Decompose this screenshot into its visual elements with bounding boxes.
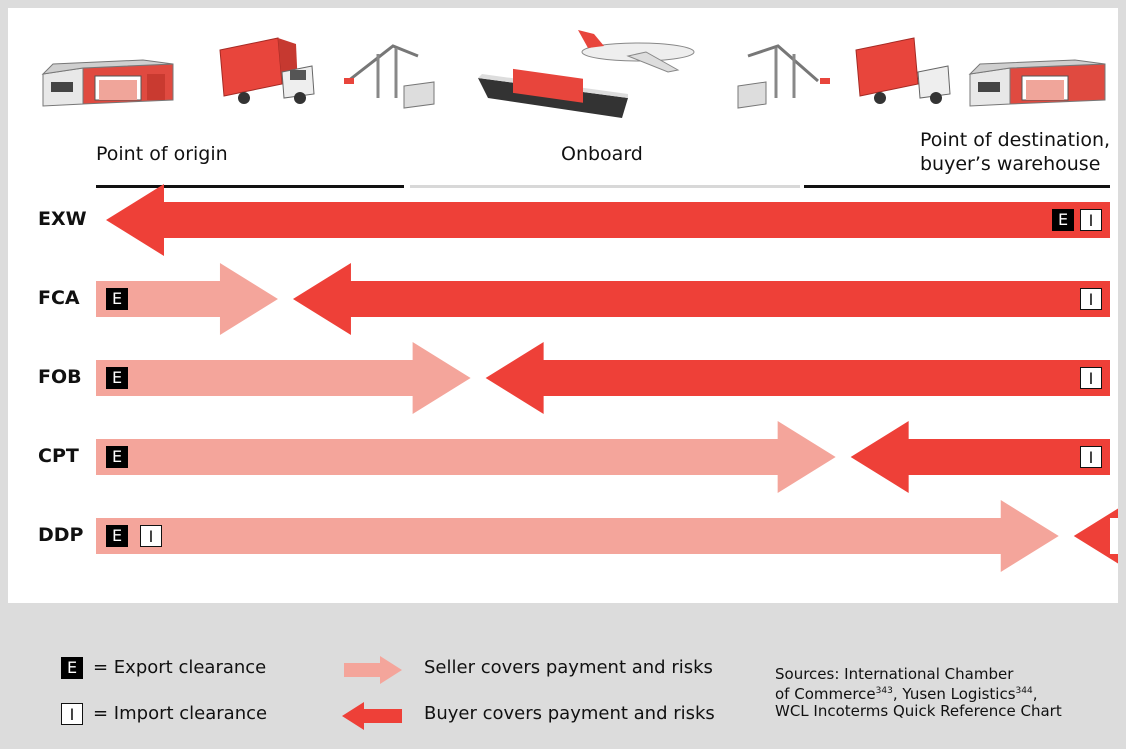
zone-line-origin <box>96 185 404 188</box>
incoterm-code: DDP <box>38 524 84 546</box>
incoterm-code: CPT <box>38 445 79 467</box>
truck-icon <box>855 37 951 104</box>
zone-label-destination: Point of destination, buyer’s warehouse <box>920 128 1110 176</box>
diagram-panel: Point of origin Onboard Point of destina… <box>8 8 1118 603</box>
buyer-arrow <box>292 263 1111 335</box>
import-clearance-box: I <box>1080 367 1102 389</box>
import-clearance-box: I <box>1080 209 1102 231</box>
zone-line-destination <box>804 185 1110 188</box>
sources-line1: Sources: International Chamber <box>775 665 1014 683</box>
seller-arrow <box>96 500 1059 572</box>
incoterm-arrows <box>96 342 1110 414</box>
transport-illustrations <box>41 30 1106 118</box>
export-clearance-box: E <box>106 446 128 468</box>
buyer-arrow <box>850 421 1110 493</box>
legend-export-text: = Export clearance <box>93 657 267 678</box>
sources-note: Sources: International Chamber of Commer… <box>775 666 1062 720</box>
legend-seller-text: Seller covers payment and risks <box>424 657 713 678</box>
zone-label-origin: Point of origin <box>96 143 228 165</box>
zone-line-onboard <box>410 185 800 188</box>
incoterm-code: EXW <box>38 208 87 230</box>
legend-buyer-text: Buyer covers payment and risks <box>424 703 715 724</box>
incoterm-code: FCA <box>38 287 80 309</box>
buyer-arrow <box>106 184 1110 256</box>
port-crane-icon <box>344 44 435 109</box>
airplane-icon <box>578 30 695 73</box>
sources-line2: of Commerce343, Yusen Logistics344, <box>775 685 1038 703</box>
port-crane-icon <box>737 44 830 109</box>
incoterm-code: FOB <box>38 366 82 388</box>
legend-seller-arrow <box>344 656 402 684</box>
zone-label-destination-line2: buyer’s warehouse <box>920 153 1101 175</box>
export-clearance-box: E <box>106 525 128 547</box>
seller-arrow <box>96 421 836 493</box>
incoterm-arrows <box>96 263 1111 335</box>
zone-label-onboard: Onboard <box>561 143 643 165</box>
incoterm-arrows <box>96 421 1110 493</box>
truck-icon <box>219 37 315 104</box>
seller-arrow <box>96 263 278 335</box>
incoterm-arrows <box>96 500 1118 572</box>
warehouse-icon <box>968 59 1106 107</box>
export-clearance-box: E <box>1052 209 1074 231</box>
incoterm-arrows <box>106 184 1110 256</box>
import-clearance-box: I <box>1080 446 1102 468</box>
seller-arrow <box>96 342 471 414</box>
import-clearance-box: I <box>140 525 162 547</box>
warehouse-icon <box>41 59 174 107</box>
legend-import-text: = Import clearance <box>93 703 268 724</box>
legend-buyer-arrow <box>342 702 402 730</box>
legend-export-box: E <box>61 657 83 679</box>
export-clearance-box: E <box>106 288 128 310</box>
import-clearance-box: I <box>1080 288 1102 310</box>
export-clearance-box: E <box>106 367 128 389</box>
zone-label-destination-line1: Point of destination, <box>920 129 1111 151</box>
cargo-ship-icon <box>478 68 628 118</box>
legend-import-box: I <box>61 703 83 725</box>
buyer-arrow <box>1073 508 1118 564</box>
buyer-arrow <box>485 342 1110 414</box>
sources-line3: WCL Incoterms Quick Reference Chart <box>775 702 1062 720</box>
